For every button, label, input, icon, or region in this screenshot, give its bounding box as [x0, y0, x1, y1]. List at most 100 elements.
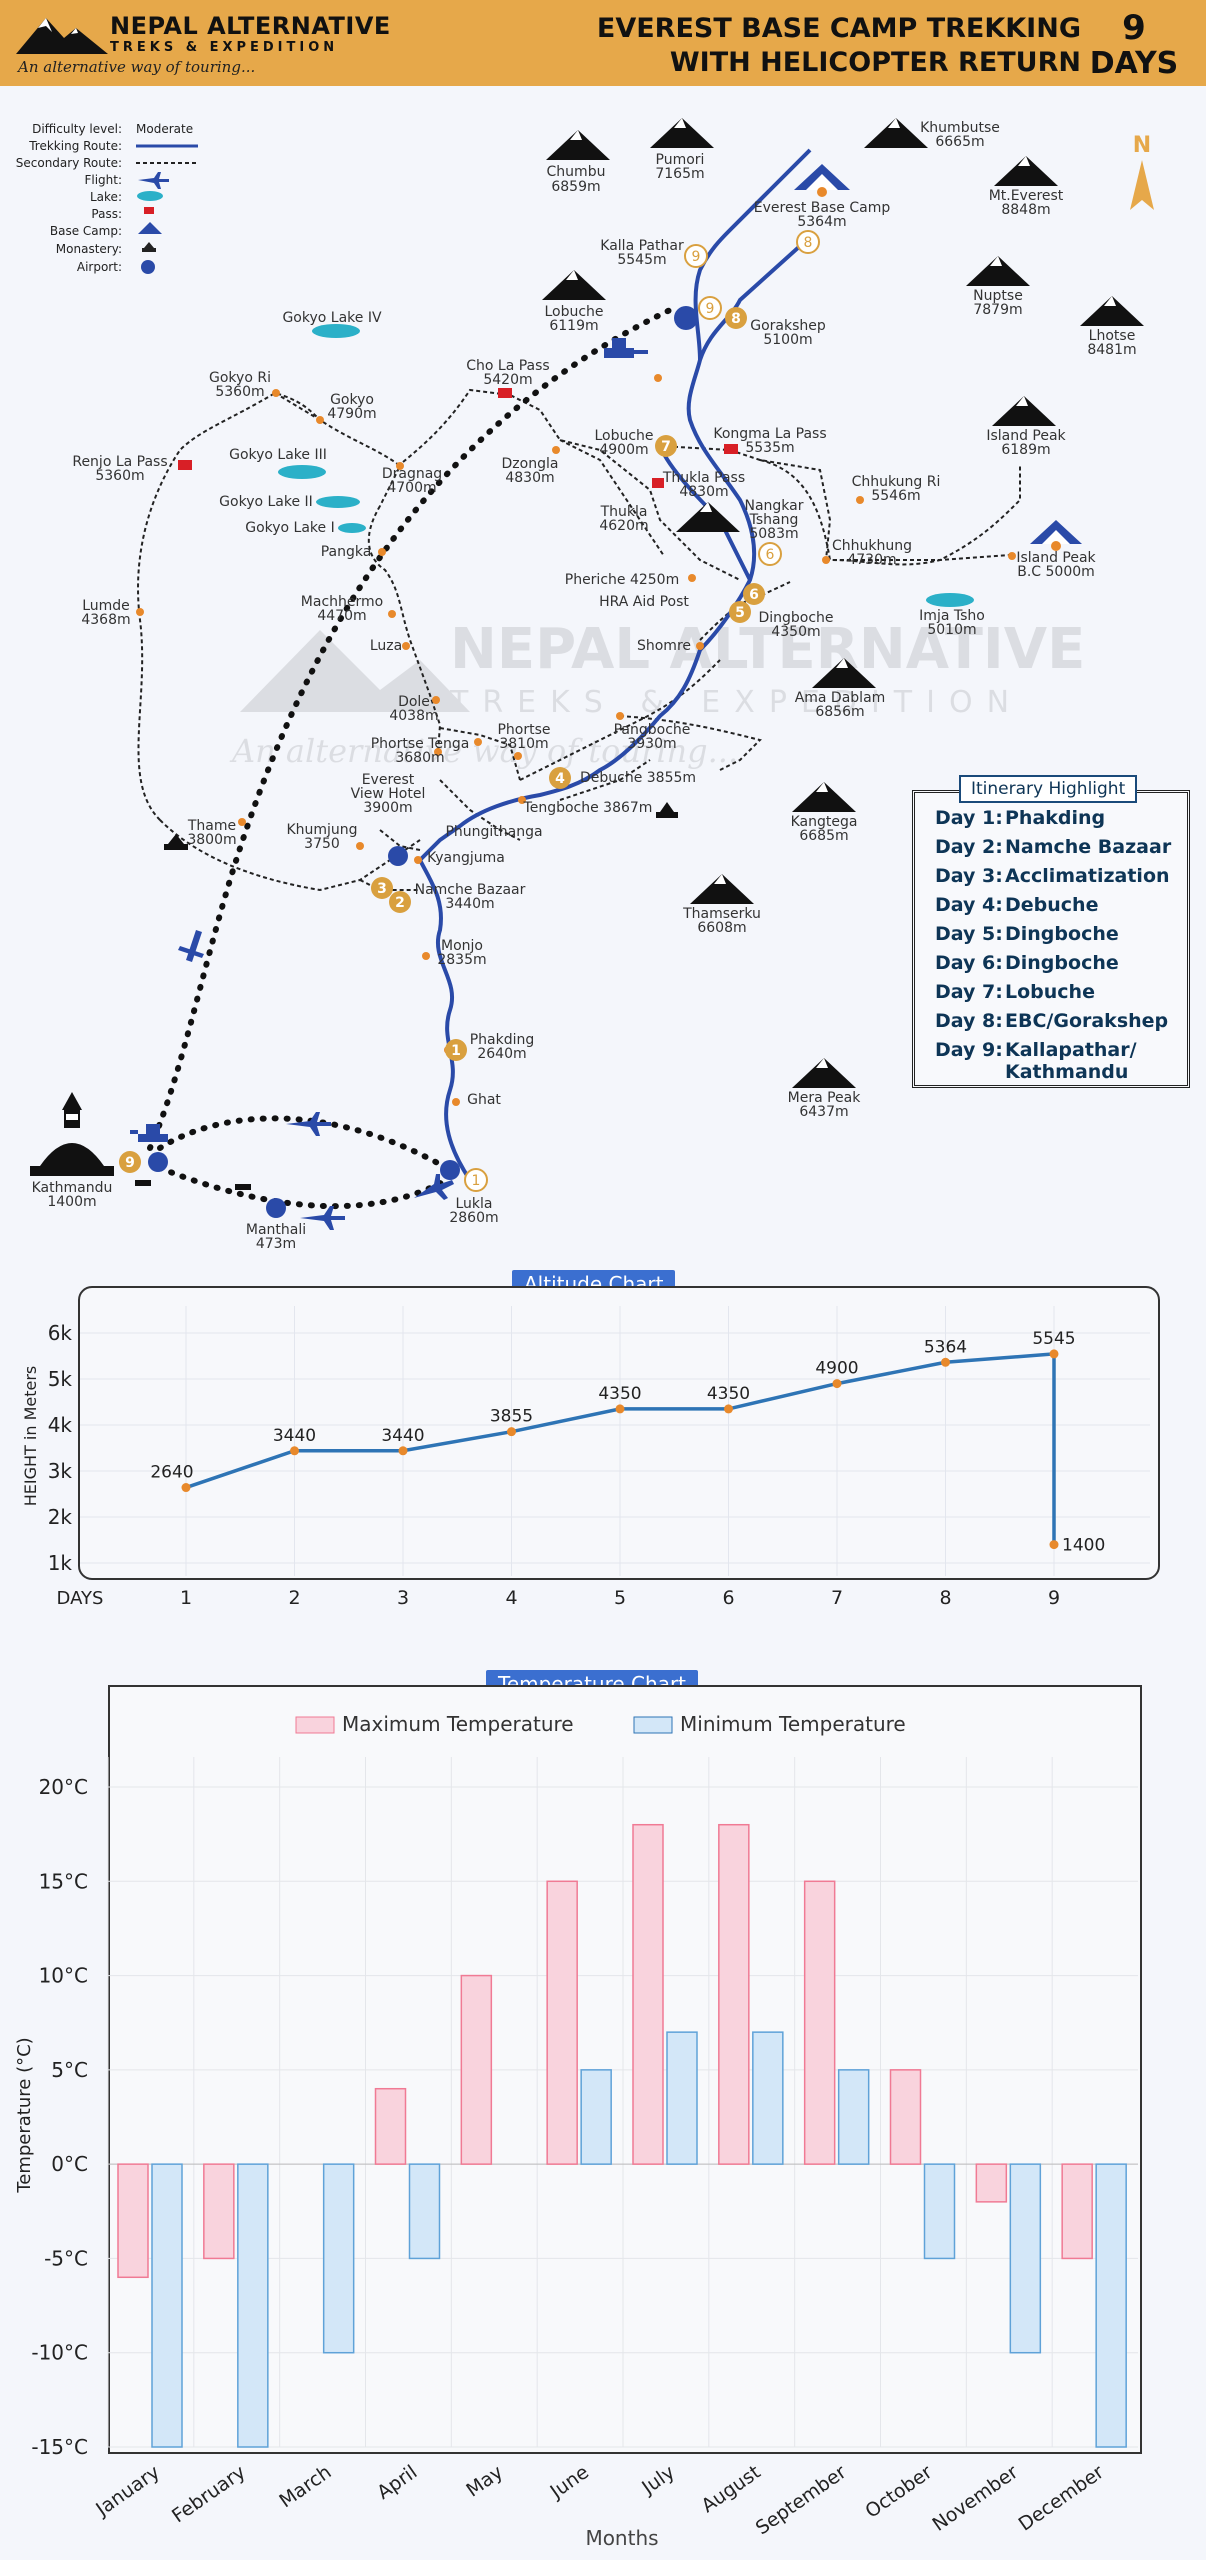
label-kathmandu-alt: 1400m — [47, 1194, 96, 1210]
flight-routes — [147, 307, 673, 1210]
helicopter-icon — [178, 930, 204, 962]
peak-lhotse-icon — [1080, 296, 1144, 326]
altitude-point — [181, 1483, 191, 1493]
min-temp-bar — [666, 2031, 698, 2165]
altitude-data-label: 3440 — [381, 1426, 424, 1446]
legend-airport: Airport: — [77, 260, 122, 274]
altitude-series-line — [185, 1352, 1056, 1545]
brand-name: NEPAL ALTERNATIVE — [110, 12, 391, 40]
peak-chumbu-icon — [546, 130, 610, 160]
svg-text:9: 9 — [706, 301, 715, 317]
label-nangkar: Nangkar — [744, 498, 803, 514]
altitude-x-tick: 6 — [722, 1587, 734, 1609]
legend-max-label: Maximum Temperature — [342, 1712, 574, 1736]
label-pumori: Pumori — [656, 152, 705, 168]
label-monjo-alt: 2835m — [437, 952, 486, 968]
thukla-pass-icon — [652, 478, 664, 488]
itinerary-day: Day 1: — [935, 807, 1003, 829]
label-gokyo-lake-i: Gokyo Lake I — [245, 520, 335, 536]
temperature-y-label: Temperature (°C) — [14, 2037, 35, 2193]
svg-text:7: 7 — [661, 439, 671, 455]
legend-base-camp: Base Camp: — [50, 224, 122, 238]
temperature-x-tick: August — [698, 2461, 765, 2517]
itinerary-day: Day 5: — [935, 923, 1003, 945]
label-kongma-la-pass: Kongma La Pass — [713, 426, 826, 442]
everest-base-camp-icon — [794, 164, 850, 197]
itinerary-row: Day 6:Dingboche — [935, 952, 1119, 974]
itinerary-row: Day 4:Debuche — [935, 894, 1098, 916]
legend-max-swatch — [295, 1716, 335, 1734]
altitude-point — [615, 1404, 625, 1414]
itinerary-place: Debuche — [1005, 894, 1099, 916]
altitude-data-label: 5364 — [924, 1337, 967, 1357]
temperature-x-tick: April — [373, 2461, 421, 2504]
imja-tsho-icon — [926, 593, 974, 607]
header-banner: NEPAL ALTERNATIVE TREKS & EXPEDITION An … — [0, 0, 1206, 86]
altitude-point — [832, 1379, 842, 1389]
min-temp-bar — [580, 2069, 612, 2165]
temperature-y-tick: 0°C — [51, 2152, 88, 2176]
legend-difficulty: Difficulty level: — [32, 122, 122, 136]
label-thukla-pass-alt: 4830m — [679, 484, 728, 500]
label-island-peak-bc-alt: B.C 5000m — [1017, 564, 1095, 580]
island-peak-base-camp-icon — [1030, 520, 1082, 551]
brand-subtitle: TREKS & EXPEDITION — [110, 40, 339, 55]
svg-text:9: 9 — [692, 249, 701, 265]
temperature-y-tick: -15°C — [31, 2435, 88, 2459]
label-machhermo: Machhermo — [301, 594, 383, 610]
day-marker-3: 3 — [371, 877, 393, 899]
label-chumbu: Chumbu — [547, 164, 606, 180]
max-temp-bar — [374, 2087, 407, 2165]
days-label: DAYS — [1089, 46, 1179, 81]
peak-khumbutse-icon — [864, 118, 928, 148]
gorakshep-helipad-icon — [674, 306, 698, 330]
itinerary-row: Day 7:Lobuche — [935, 981, 1095, 1003]
peak-icons — [30, 118, 1144, 1176]
temperature-x-label: Months — [585, 2526, 658, 2550]
min-temp-bar — [237, 2163, 269, 2448]
temperature-x-tick: July — [637, 2461, 678, 2499]
label-ghat: Ghat — [467, 1092, 501, 1108]
jeep-icon — [235, 1184, 251, 1190]
label-pangboche-alt: 3930m — [627, 736, 676, 752]
max-temp-bar — [718, 1823, 750, 2165]
itinerary-day: Day 4: — [935, 894, 1003, 916]
label-everest-alt: 8848m — [1001, 202, 1050, 218]
label-chhukung-ri-alt: 5546m — [871, 488, 920, 504]
label-island-peak-alt: 6189m — [1001, 442, 1050, 458]
day-marker-5: 5 — [729, 601, 751, 623]
monasteries — [164, 802, 678, 850]
day-marker-7: 7 — [655, 435, 677, 457]
altitude-point — [724, 1404, 733, 1414]
days-number: 9 — [1122, 8, 1146, 48]
legend-monastery: Monastery: — [56, 242, 122, 256]
label-view-hotel: View Hotel — [351, 786, 426, 802]
peak-nangkar-icon — [676, 502, 740, 532]
altitude-y-tick: 1k — [48, 1551, 73, 1575]
label-thame: Thame — [187, 818, 236, 834]
label-manthali-alt: 473m — [256, 1236, 296, 1252]
legend-lake-icon — [137, 191, 163, 201]
label-lhotse-alt: 8481m — [1087, 342, 1136, 358]
altitude-point — [507, 1427, 516, 1437]
legend-flight: Flight: — [84, 173, 122, 187]
peak-nuptse-icon — [966, 256, 1030, 286]
svg-text:5: 5 — [735, 605, 745, 621]
label-phortse-tenga-alt: 3680m — [395, 750, 444, 766]
temperature-x-tick: May — [462, 2461, 507, 2502]
itinerary-place: Acclimatization — [1005, 865, 1170, 887]
label-kongma-la-alt: 5535m — [745, 440, 794, 456]
min-temp-bar — [322, 2163, 355, 2354]
label-phortse: Phortse — [497, 722, 550, 738]
label-dzongla: Dzongla — [502, 456, 559, 472]
label-phakding: Phakding — [470, 1032, 535, 1048]
itinerary-row: Day 5:Dingboche — [935, 923, 1119, 945]
label-luza: Luza — [370, 638, 402, 654]
gokyo-lake-iii-icon — [278, 465, 326, 479]
altitude-data-label: 1400 — [1062, 1536, 1105, 1556]
label-chhukhung-alt: 4730m — [847, 552, 896, 568]
compass-label: N — [1133, 133, 1151, 158]
label-namche-bazaar: Namche Bazaar — [415, 882, 526, 898]
